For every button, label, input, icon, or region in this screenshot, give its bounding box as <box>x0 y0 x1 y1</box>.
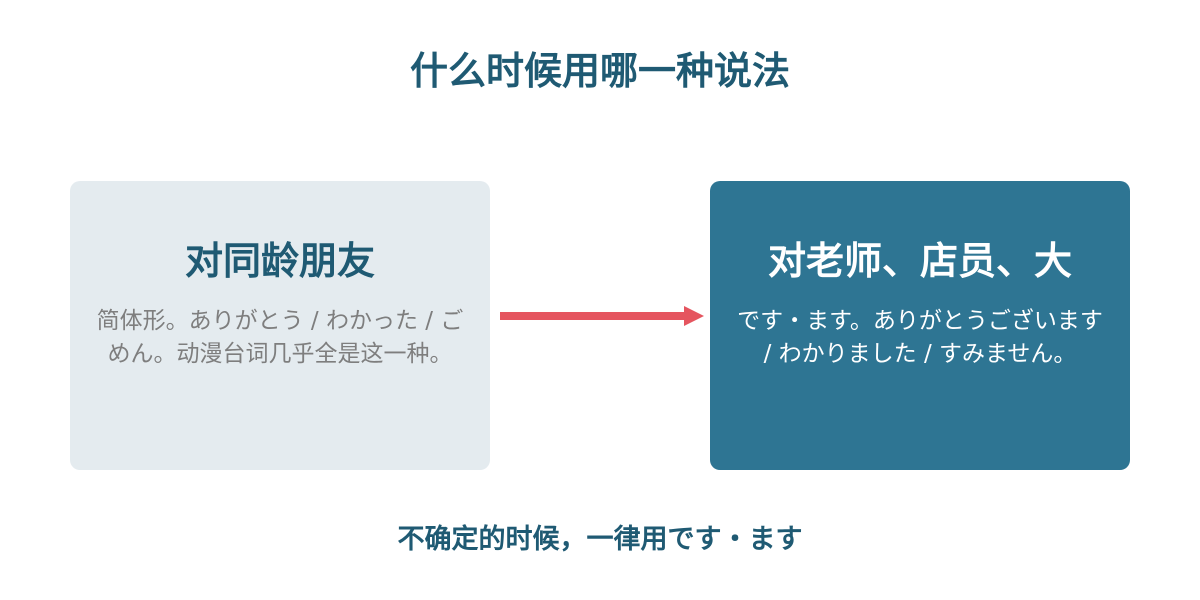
polite-speech-card: 对老师、店员、大 です・ます。ありがとうございます / わかりました / すみま… <box>710 181 1130 470</box>
casual-speech-description: 简体形。ありがとう / わかった / ごめん。动漫台词几乎全是这一种。 <box>96 308 464 367</box>
footer-note: 不确定的时候，一律用です・ます <box>397 524 803 555</box>
polite-speech-description: です・ます。ありがとうございます / わかりました / すみません。 <box>737 308 1103 367</box>
casual-speech-card: 对同龄朋友 简体形。ありがとう / わかった / ごめん。动漫台词几乎全是这一种… <box>70 181 490 470</box>
right-arrow-icon <box>500 306 704 326</box>
page-title: 什么时候用哪一种说法 <box>409 49 790 93</box>
casual-speech-heading: 对同龄朋友 <box>184 239 375 283</box>
polite-speech-heading: 对老师、店员、大 <box>767 239 1072 283</box>
